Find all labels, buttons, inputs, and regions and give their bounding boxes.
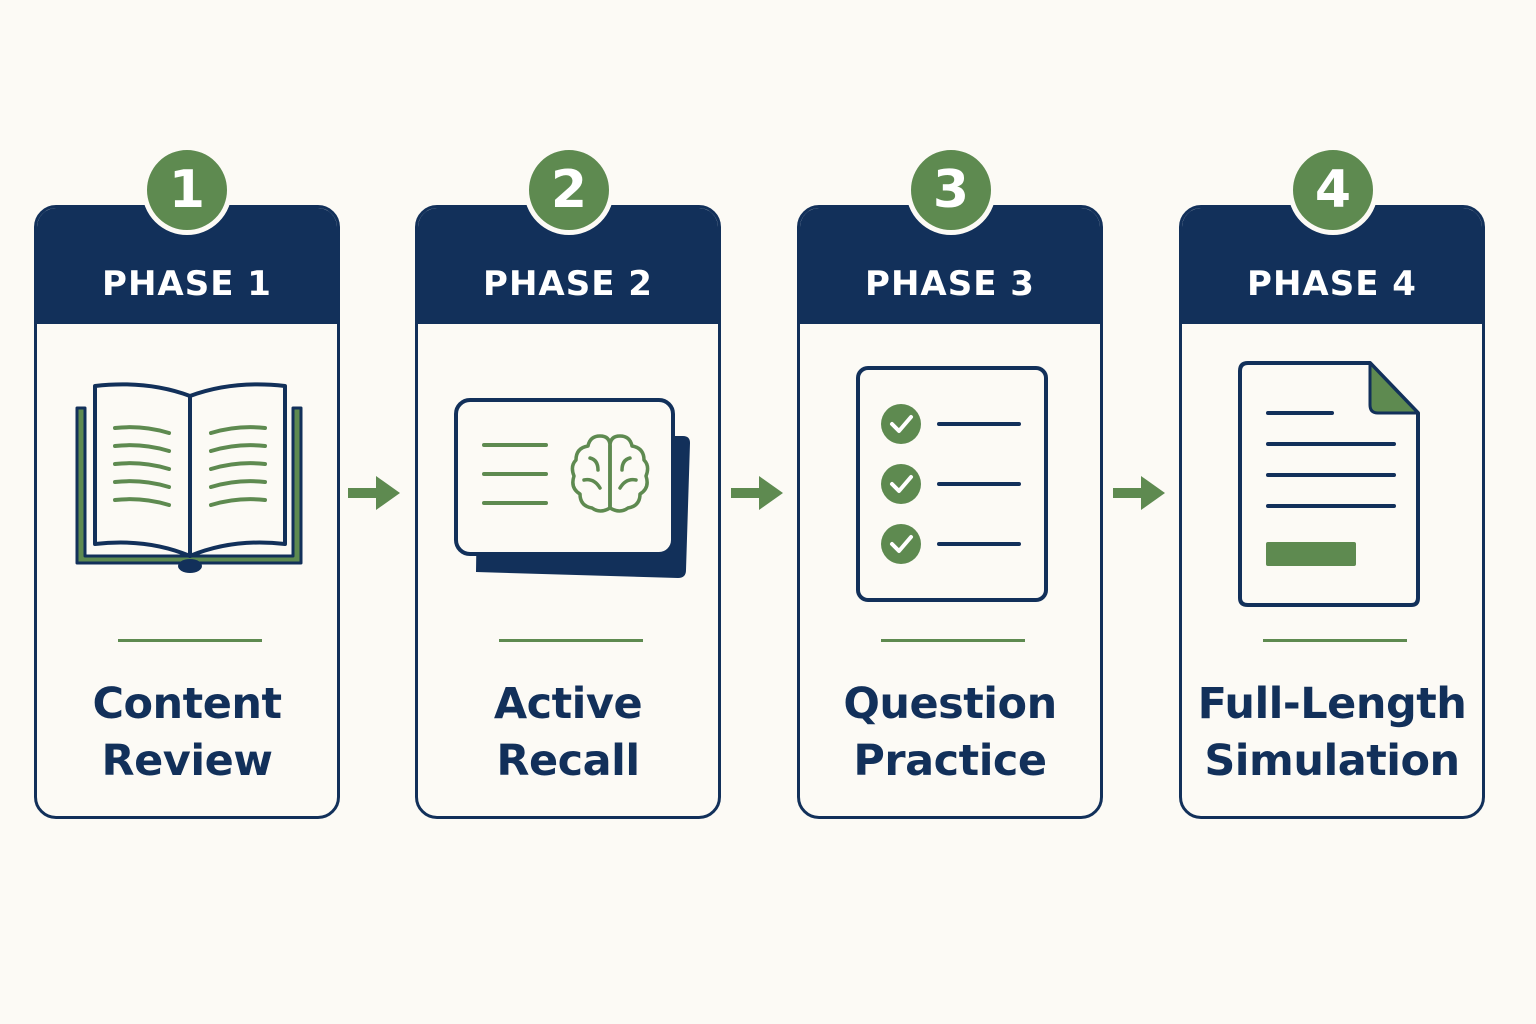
check-circle-icon	[881, 524, 921, 564]
arrow-right-icon	[1113, 476, 1165, 510]
flashcard-brain-icon	[454, 398, 690, 578]
phase-title: Content Review	[37, 676, 337, 790]
phase-title-line: Active	[493, 679, 643, 729]
phase-number-badge: 2	[524, 145, 614, 235]
phase-title-line: Full-Length	[1197, 679, 1467, 729]
phase-number-badge: 3	[906, 145, 996, 235]
divider-line	[1263, 639, 1407, 642]
phase-title: Question Practice	[800, 676, 1100, 790]
document-icon	[1238, 361, 1420, 607]
phase-number-badge: 4	[1288, 145, 1378, 235]
arrow-right-icon	[348, 476, 400, 510]
check-circle-icon	[881, 404, 921, 444]
checklist-icon	[856, 366, 1048, 602]
open-book-icon	[75, 382, 303, 573]
phase-card-2: PHASE 2 Active Recall	[415, 205, 721, 819]
phase-label: PHASE 1	[102, 264, 272, 304]
phase-label: PHASE 2	[483, 264, 653, 304]
phase-title-line: Review	[101, 736, 273, 786]
phase-title-line: Content	[92, 679, 282, 729]
phase-card-3: PHASE 3 Question Practice	[797, 205, 1103, 819]
divider-line	[499, 639, 643, 642]
phase-header: PHASE 2	[418, 208, 718, 324]
phase-title: Active Recall	[418, 676, 718, 790]
phase-label: PHASE 3	[865, 264, 1035, 304]
phase-title: Full-Length Simulation	[1182, 676, 1482, 790]
phase-title-line: Simulation	[1204, 736, 1460, 786]
phase-card-1: PHASE 1 Content Review	[34, 205, 340, 819]
phase-label: PHASE 4	[1247, 264, 1417, 304]
divider-line	[118, 639, 262, 642]
check-circle-icon	[881, 464, 921, 504]
arrow-right-icon	[731, 476, 783, 510]
phase-title-line: Question	[843, 679, 1057, 729]
phase-title-line: Practice	[853, 736, 1047, 786]
phase-card-4: PHASE 4 Full-Length Simulation	[1179, 205, 1485, 819]
phase-title-line: Recall	[496, 736, 640, 786]
phase-number-badge: 1	[142, 145, 232, 235]
divider-line	[881, 639, 1025, 642]
